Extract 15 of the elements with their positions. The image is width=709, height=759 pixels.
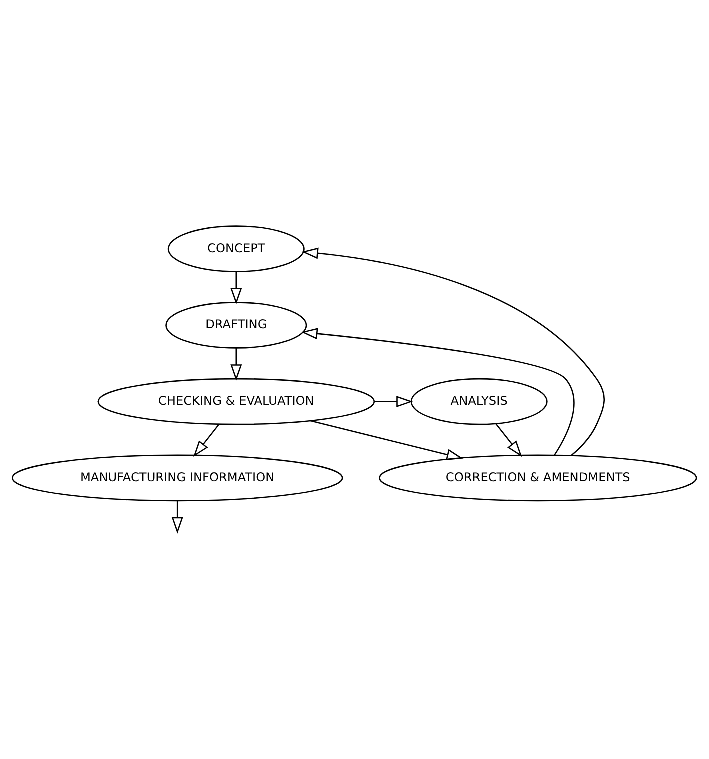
node-ellipse: DRAFTING [166,302,308,349]
arrow [230,348,242,382]
arrow [301,328,575,456]
arrow [496,423,522,458]
arrow [302,248,605,457]
arrow [374,396,414,408]
arrow [172,500,184,534]
node-ellipse: MANUFACTURING INFORMATION [12,454,344,502]
arrow [310,420,464,460]
arrow [194,424,220,458]
node-ellipse: CORRECTION & AMENDMENTS [379,454,698,502]
arrow [230,272,242,305]
node-ellipse: CONCEPT [168,226,305,272]
node-ellipse: CHECKING & EVALUATION [98,378,376,426]
node-ellipse: ANALYSIS [410,378,548,426]
